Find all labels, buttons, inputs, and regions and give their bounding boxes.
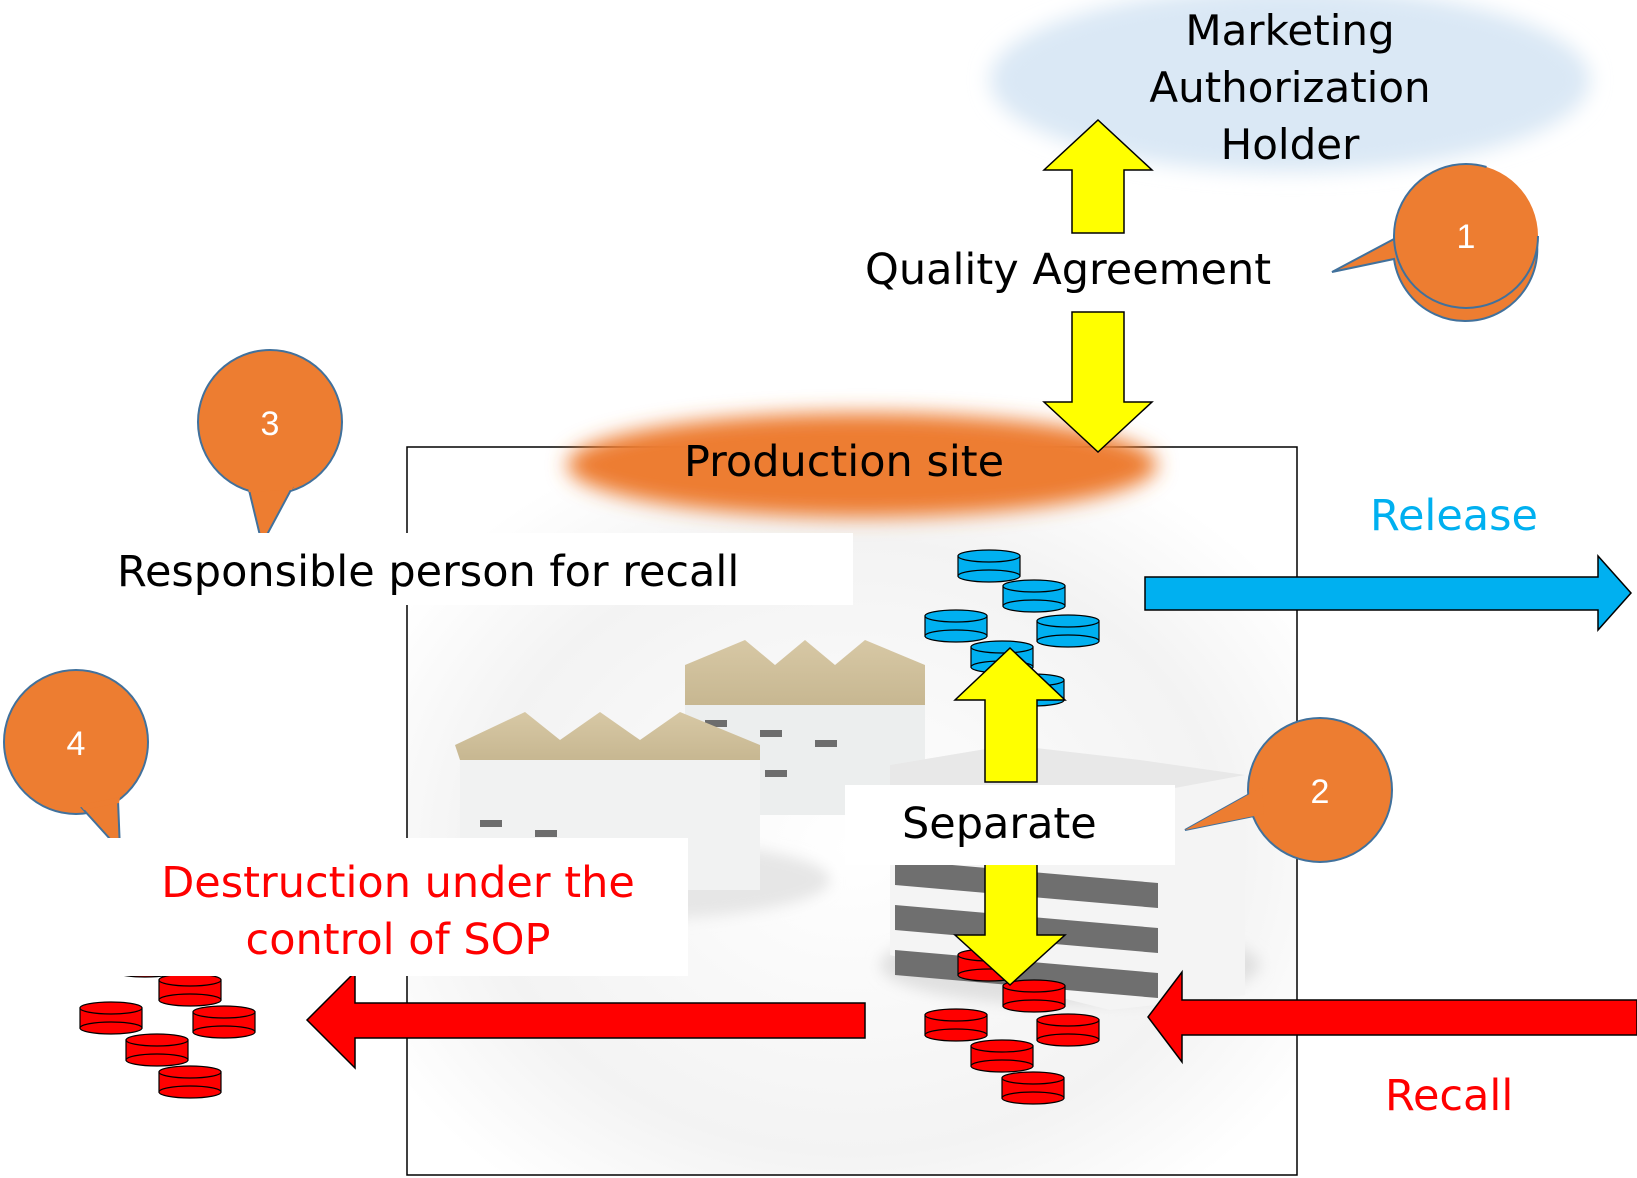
responsible-person-box (108, 533, 853, 605)
separate-arrow-down (953, 854, 1067, 987)
recall-arrow (1147, 969, 1637, 1065)
destruction-arrow (305, 970, 866, 1070)
callout-1-number: 1 (1457, 218, 1476, 256)
separate-arrow-up (953, 646, 1067, 783)
release-label: Release (1370, 491, 1539, 541)
callout-2-number: 2 (1311, 773, 1330, 811)
callout-1: 1 (1331, 163, 1539, 322)
quality-agreement-label: Quality Agreement (865, 245, 1272, 295)
destruction-box (108, 838, 688, 976)
responsible-person-label: Responsible person for recall (117, 547, 740, 597)
mah-label-line-2: Authorization (1149, 63, 1431, 112)
quality-agreement-arrow-up (1042, 118, 1154, 234)
callout-3-number: 3 (261, 405, 280, 443)
callout-4: 4 (3, 669, 149, 853)
mah-label-line-1: Marketing (1185, 6, 1395, 55)
production-site-label: Production site (684, 437, 1005, 487)
release-arrow (1144, 554, 1633, 632)
quality-agreement-arrow-down (1042, 311, 1154, 454)
destruction-label-line-1: Destruction under the (161, 858, 635, 908)
destruction-label-line-2: control of SOP (245, 915, 551, 965)
production-site-ellipse (567, 413, 1157, 517)
destruction-label: Destruction under the control of SOP (118, 855, 678, 969)
recall-label: Recall (1385, 1071, 1514, 1121)
separate-box (845, 785, 1175, 865)
callout-2: 2 (1184, 717, 1393, 863)
mah-ellipse (990, 0, 1590, 172)
mah-label: Marketing Authorization Holder (1090, 2, 1490, 173)
callout-4-number: 4 (67, 725, 86, 763)
separate-label: Separate (902, 799, 1097, 849)
mah-label-line-3: Holder (1220, 120, 1360, 169)
callout-3: 3 (197, 349, 343, 547)
